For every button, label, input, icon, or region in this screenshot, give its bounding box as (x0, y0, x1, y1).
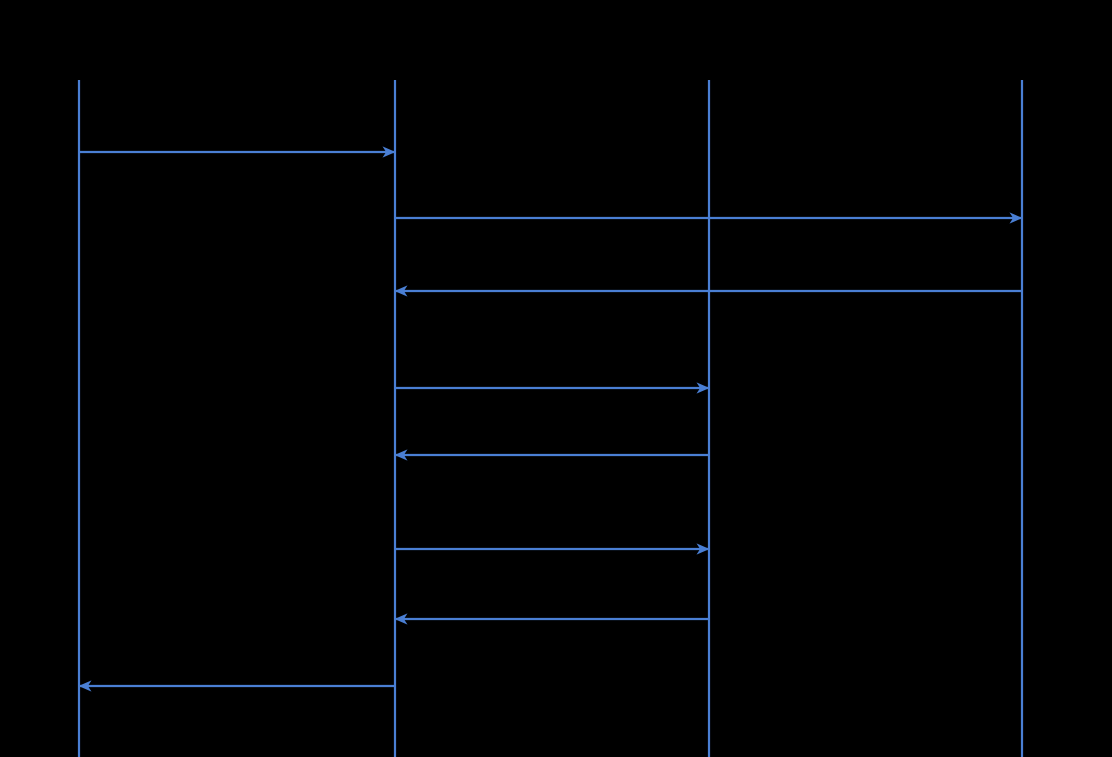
messages-group (78, 146, 1023, 692)
lifelines-group (77, 80, 1024, 757)
